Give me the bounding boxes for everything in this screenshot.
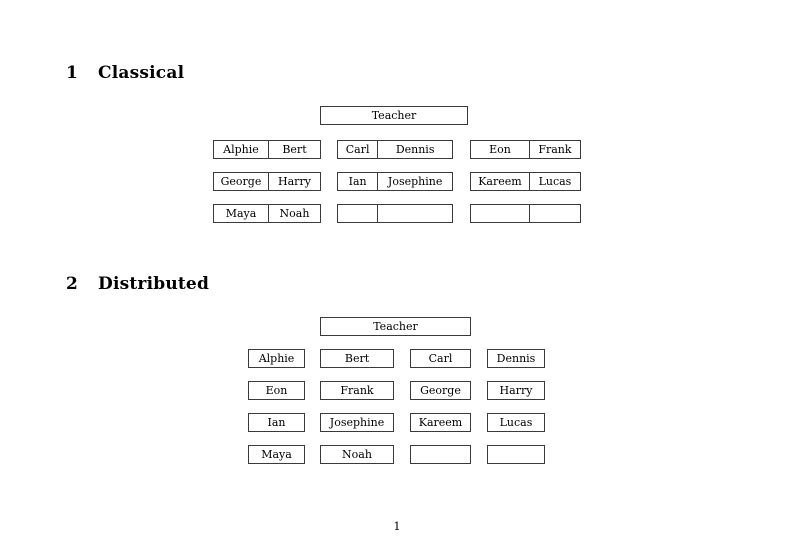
distributed-box-label: Carl bbox=[428, 351, 453, 365]
distributed-box-label: Josephine bbox=[329, 415, 385, 429]
distributed-box-label: Lucas bbox=[499, 415, 533, 429]
classical-cell-label: Bert bbox=[282, 142, 307, 156]
distributed-box: Lucas bbox=[487, 413, 545, 432]
classical-group-2-row-1: Carl Dennis bbox=[337, 140, 453, 159]
classical-cell: Harry bbox=[267, 173, 320, 190]
distributed-teacher-box: Teacher bbox=[320, 317, 471, 336]
classical-cell: Carl bbox=[338, 141, 377, 158]
distributed-teacher-label: Teacher bbox=[373, 319, 418, 333]
classical-cell-label: Frank bbox=[538, 142, 572, 156]
distributed-box-label: Dennis bbox=[496, 351, 536, 365]
distributed-box: Josephine bbox=[320, 413, 394, 432]
distributed-box: Carl bbox=[410, 349, 471, 368]
classical-group-2-row-2: Ian Josephine bbox=[337, 172, 453, 191]
classical-group-3-row-2: Kareem Lucas bbox=[470, 172, 581, 191]
classical-teacher-box: Teacher bbox=[320, 106, 468, 125]
distributed-box-label: Alphie bbox=[258, 351, 295, 365]
classical-cell: Bert bbox=[267, 141, 320, 158]
distributed-box: Ian bbox=[248, 413, 305, 432]
distributed-box: Bert bbox=[320, 349, 394, 368]
classical-cell-label: Dennis bbox=[395, 142, 435, 156]
classical-cell: Noah bbox=[267, 205, 320, 222]
classical-cell bbox=[377, 205, 452, 222]
distributed-box: Noah bbox=[320, 445, 394, 464]
distributed-box bbox=[410, 445, 471, 464]
classical-group-1-row-3: Maya Noah bbox=[213, 204, 321, 223]
classical-cell-label: Carl bbox=[345, 142, 370, 156]
distributed-box-label: Kareem bbox=[418, 415, 463, 429]
classical-cell-label: Kareem bbox=[478, 174, 522, 188]
classical-cell-label: Alphie bbox=[223, 142, 259, 156]
classical-cell-label: Maya bbox=[225, 206, 257, 220]
distributed-box: Frank bbox=[320, 381, 394, 400]
section-title: Distributed bbox=[98, 274, 210, 294]
classical-cell: George bbox=[214, 173, 268, 190]
classical-cell: Kareem bbox=[471, 173, 529, 190]
distributed-box-label: Bert bbox=[344, 351, 370, 365]
classical-cell: Ian bbox=[338, 173, 377, 190]
classical-group-1-row-2: George Harry bbox=[213, 172, 321, 191]
distributed-box-label: Noah bbox=[342, 447, 372, 461]
classical-group-3-row-3 bbox=[470, 204, 581, 223]
distributed-box-label: Maya bbox=[261, 447, 292, 461]
section-number: 1 bbox=[66, 63, 79, 83]
section-number: 2 bbox=[66, 274, 79, 294]
distributed-box: Dennis bbox=[487, 349, 545, 368]
classical-cell bbox=[471, 205, 529, 222]
classical-cell: Maya bbox=[214, 205, 268, 222]
classical-cell bbox=[528, 205, 580, 222]
section-heading-classical: 1 Classical bbox=[66, 63, 184, 83]
section-heading-distributed: 2 Distributed bbox=[66, 274, 209, 294]
distributed-box: Maya bbox=[248, 445, 305, 464]
classical-cell-label: George bbox=[220, 174, 262, 188]
distributed-box-label: Frank bbox=[340, 383, 374, 397]
distributed-box-label: Ian bbox=[267, 415, 286, 429]
classical-cell bbox=[338, 205, 377, 222]
classical-cell-label: Ian bbox=[348, 174, 367, 188]
distributed-box bbox=[487, 445, 545, 464]
classical-cell-label: Lucas bbox=[538, 174, 572, 188]
section-title: Classical bbox=[98, 63, 185, 83]
distributed-box: Alphie bbox=[248, 349, 305, 368]
classical-cell: Dennis bbox=[377, 141, 452, 158]
distributed-box-label: George bbox=[420, 383, 461, 397]
classical-cell: Alphie bbox=[214, 141, 268, 158]
classical-group-2-row-3 bbox=[337, 204, 453, 223]
classical-cell-label: Noah bbox=[279, 206, 310, 220]
classical-cell-label: Josephine bbox=[387, 174, 443, 188]
classical-cell-label: Harry bbox=[278, 174, 311, 188]
classical-cell-label: Eon bbox=[489, 142, 511, 156]
distributed-box: Kareem bbox=[410, 413, 471, 432]
classical-group-1-row-1: Alphie Bert bbox=[213, 140, 321, 159]
classical-group-3-row-1: Eon Frank bbox=[470, 140, 581, 159]
page-number: 1 bbox=[393, 520, 401, 533]
classical-cell: Eon bbox=[471, 141, 529, 158]
distributed-box: Eon bbox=[248, 381, 305, 400]
distributed-box: Harry bbox=[487, 381, 545, 400]
classical-teacher-label: Teacher bbox=[371, 108, 417, 122]
classical-cell: Lucas bbox=[528, 173, 580, 190]
classical-cell: Josephine bbox=[377, 173, 452, 190]
classical-cell: Frank bbox=[528, 141, 580, 158]
distributed-box-label: Eon bbox=[265, 383, 288, 397]
distributed-box-label: Harry bbox=[499, 383, 533, 397]
distributed-box: George bbox=[410, 381, 471, 400]
